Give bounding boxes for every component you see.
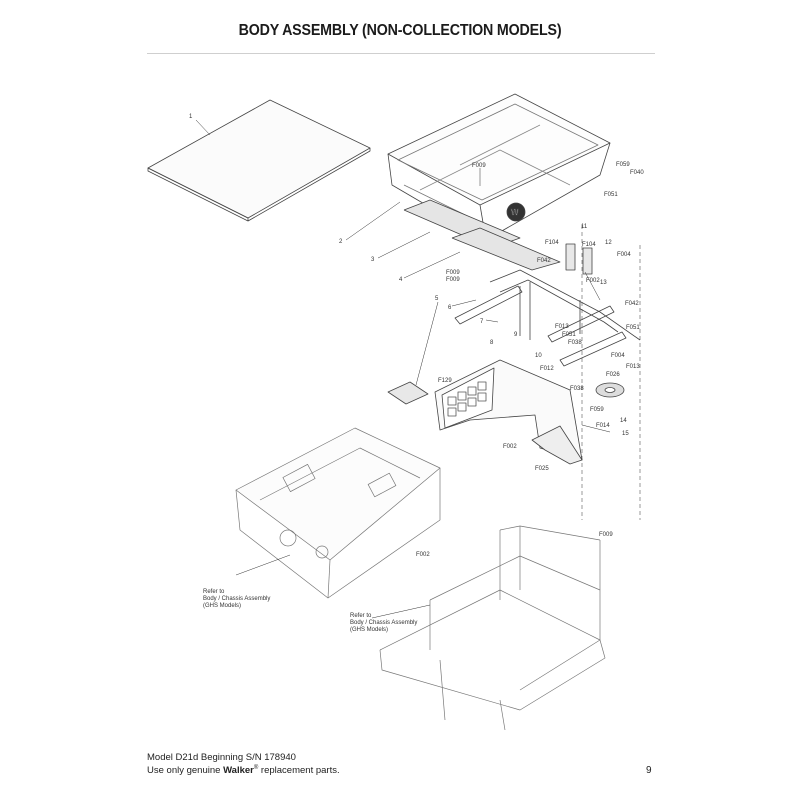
part-6-7-mount-frame bbox=[454, 269, 641, 367]
callout-3: 3 bbox=[371, 257, 375, 263]
callout-f004-a: F004 bbox=[617, 252, 631, 258]
callout-f025: F025 bbox=[535, 466, 549, 472]
part-1-cover-panel bbox=[147, 99, 371, 222]
callout-11: 11 bbox=[581, 224, 588, 230]
callout-f013-a: F013 bbox=[555, 324, 569, 330]
callout-f059-low: F059 bbox=[590, 407, 604, 413]
callout-f051-low: F051 bbox=[562, 332, 576, 338]
title-rule bbox=[147, 53, 655, 54]
callout-7: 7 bbox=[480, 319, 484, 325]
callout-f012: F012 bbox=[540, 366, 554, 372]
refer-note-left-2: Body / Chassis Assembly bbox=[203, 596, 270, 602]
footer-brand: Walker bbox=[223, 765, 254, 777]
footer-registered-mark: ® bbox=[253, 765, 259, 771]
page-title: BODY ASSEMBLY (NON-COLLECTION MODELS) bbox=[238, 22, 562, 39]
page-number: 9 bbox=[646, 765, 652, 776]
callout-f129: F129 bbox=[438, 378, 452, 384]
part-2-hopper-box: W bbox=[387, 93, 611, 241]
footer-model: Model D21d Beginning S/N 178940 bbox=[147, 752, 296, 763]
chassis-frame bbox=[379, 525, 606, 731]
callout-f042-b: F042 bbox=[625, 301, 639, 307]
mower-body-deck bbox=[235, 427, 441, 599]
callout-9: 9 bbox=[514, 332, 518, 338]
callout-8: 8 bbox=[490, 340, 494, 346]
part-3-4-base-plates bbox=[403, 199, 561, 271]
callout-f009-mid-a: F009 bbox=[446, 270, 460, 276]
callout-2: 2 bbox=[339, 239, 343, 245]
svg-text:W: W bbox=[511, 208, 519, 217]
callout-f026: F026 bbox=[606, 372, 620, 378]
refer-note-left-1: Refer to bbox=[203, 589, 225, 595]
callout-f059-top: F059 bbox=[616, 162, 630, 168]
callout-labels: 1 2 3 4 5 6 7 8 9 10 11 12 13 14 15 F009… bbox=[189, 114, 644, 633]
callout-f002-a: F002 bbox=[586, 278, 600, 284]
callout-10: 10 bbox=[535, 353, 542, 359]
refer-note-left-3: (GHS Models) bbox=[203, 603, 241, 609]
callout-f009-low: F009 bbox=[599, 532, 613, 538]
callout-f104-b: F104 bbox=[582, 242, 596, 248]
callout-5: 5 bbox=[435, 296, 439, 302]
callout-f009-top: F009 bbox=[472, 163, 486, 169]
callout-f042-a: F042 bbox=[537, 258, 551, 264]
callout-f002-c: F002 bbox=[416, 552, 430, 558]
callout-1: 1 bbox=[189, 114, 193, 120]
refer-note-right-2: Body / Chassis Assembly bbox=[350, 620, 417, 626]
footer-parts-note: Use only genuine Walker® replacement par… bbox=[147, 765, 340, 776]
footer-suffix: replacement parts. bbox=[258, 765, 340, 777]
callout-f040: F040 bbox=[630, 170, 644, 176]
callout-f004-b: F004 bbox=[611, 353, 625, 359]
part-5-small-plate bbox=[387, 381, 429, 405]
part-11-12-brackets bbox=[565, 243, 593, 275]
refer-note-right-3: (GHS Models) bbox=[350, 627, 388, 633]
callout-6: 6 bbox=[448, 305, 452, 311]
callout-13: 13 bbox=[600, 280, 607, 286]
part-14-pulley bbox=[595, 382, 625, 398]
callout-12: 12 bbox=[605, 240, 612, 246]
footer-prefix: Use only genuine bbox=[147, 765, 224, 777]
callout-f051-mid: F051 bbox=[626, 325, 640, 331]
callout-f002-b: F002 bbox=[503, 444, 517, 450]
callout-f013-b: F013 bbox=[626, 364, 640, 370]
callout-f104-a: F104 bbox=[545, 240, 559, 246]
callout-4: 4 bbox=[399, 277, 403, 283]
refer-note-right-1: Refer to bbox=[350, 613, 372, 619]
callout-f009-mid-b: F009 bbox=[446, 277, 460, 283]
callout-f014: F014 bbox=[596, 423, 610, 429]
callout-f051-top: F051 bbox=[604, 192, 618, 198]
callout-15: 15 bbox=[622, 431, 629, 437]
part-15-side-guard bbox=[434, 359, 583, 465]
callout-14: 14 bbox=[620, 418, 627, 424]
callout-f038-a: F038 bbox=[568, 340, 582, 346]
callout-f038-b: F038 bbox=[570, 386, 584, 392]
